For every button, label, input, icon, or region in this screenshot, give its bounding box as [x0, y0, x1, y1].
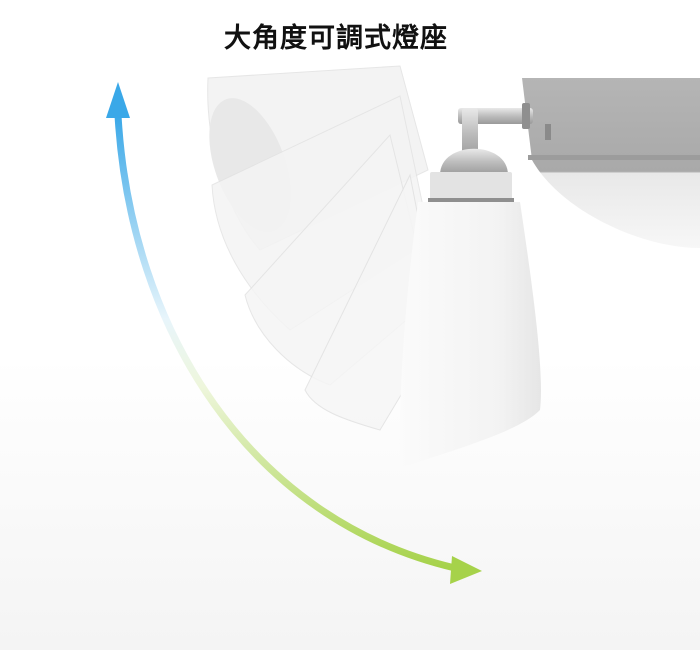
lamp-arm: [458, 103, 551, 158]
rotation-arrow-icon: [106, 82, 482, 584]
lamp-head: [399, 148, 541, 468]
mount-base: [522, 78, 700, 248]
page-title: 大角度可調式燈座: [224, 23, 448, 54]
